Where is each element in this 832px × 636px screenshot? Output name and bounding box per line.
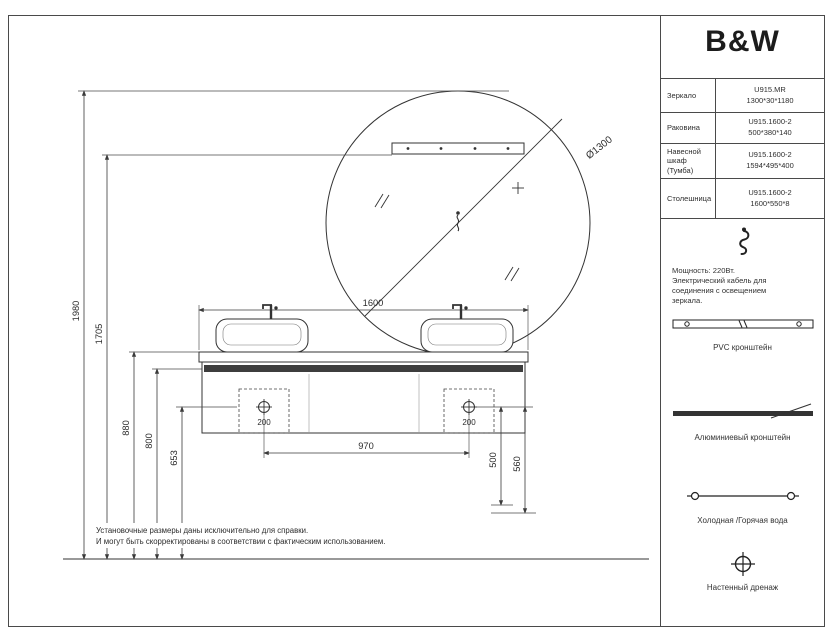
dim-970: 970 (263, 413, 470, 458)
wall-drain-label: Настенный дренаж (706, 583, 779, 592)
dim-label-1705: 1705 (94, 324, 104, 345)
spec-row-countertop: Столешница U915.1600-2 1600*550*8 (661, 179, 824, 219)
wall-drain-icon (661, 551, 824, 582)
footnote-line1: Установочные размеры даны исключительно … (96, 526, 308, 535)
power-note: Мощность: 220Вт. Электрический кабель дл… (672, 266, 794, 306)
spec-row-mirror: Зеркало U915.MR 1300*30*1180 (661, 79, 824, 113)
spec-size: 1600*550*8 (750, 198, 790, 208)
cabinet (201, 361, 526, 434)
spec-label: Столешница (667, 193, 712, 203)
vertical-dimensions: 1980 1705 880 800 653 (71, 90, 509, 560)
mirror-power-point (456, 211, 460, 232)
footnote: Установочные размеры даны исключительно … (93, 523, 441, 548)
glass-marks (374, 193, 520, 282)
spec-panel: B&W Зеркало U915.MR 1300*30*1180 Раковин… (660, 16, 824, 626)
dim-label-800: 800 (144, 433, 154, 449)
spec-label: Раковина (667, 123, 700, 133)
spec-size: 500*380*140 (748, 128, 792, 137)
pvc-bracket-label: PVC кронштейн (713, 343, 772, 352)
spec-table: Зеркало U915.MR 1300*30*1180 Раковина U9… (661, 78, 824, 219)
spec-row-sink: Раковина U915.1600-2 500*380*140 (661, 113, 824, 144)
water-supply-label: Холодная /Горячая вода (697, 516, 788, 525)
sink-right (420, 318, 514, 353)
faucet-right (452, 304, 468, 319)
led-dot (473, 147, 477, 150)
dim-label-500: 500 (488, 452, 498, 468)
mirror: Ø1300 (325, 90, 615, 356)
water-supply-icon (661, 488, 824, 509)
alu-bracket-label: Алюминиевый кронштейн (694, 433, 791, 442)
dim-label-1980: 1980 (71, 301, 81, 322)
diameter-label: Ø1300 (584, 134, 615, 161)
power-cable-icon (661, 226, 824, 261)
led-dot (506, 147, 510, 150)
sheet-frame: Ø1300 (8, 15, 825, 627)
dim-1600: 1600 (198, 298, 529, 350)
alu-bracket-icon (661, 402, 824, 425)
dim-label-653: 653 (169, 450, 179, 466)
vanity (198, 304, 529, 434)
cabinet-top-band (204, 365, 523, 372)
spec-row-cabinet: Навесной шкаф (Тумба) U915.1600-2 1594*4… (661, 144, 824, 179)
spec-label: Зеркало (667, 90, 697, 100)
spec-model: U915.1600-2 (748, 150, 792, 160)
led-dot (439, 147, 443, 150)
faucet-left (262, 304, 278, 319)
spec-model: U915.MR (754, 84, 786, 94)
dim-supply: 500 560 (475, 406, 536, 514)
power-note-text: Электрический кабель для соединения с ос… (672, 276, 767, 306)
sink-left (215, 318, 309, 353)
spec-size: 1300*30*1180 (746, 95, 794, 105)
dim-label-880: 880 (121, 420, 131, 436)
installation-drawing: Ø1300 (63, 90, 649, 560)
power-note-title: Мощность: 220Вт. (672, 266, 735, 275)
pvc-bracket-icon (661, 315, 824, 338)
spec-label: Навесной шкаф (Тумба) (667, 146, 701, 175)
brand-logo: B&W (705, 25, 780, 58)
spec-model: U915.1600-2 (748, 187, 792, 197)
spec-size: 1594*495*400 (746, 161, 794, 170)
led-dot (406, 147, 410, 150)
dim-label-560: 560 (512, 456, 522, 472)
countertop (198, 351, 529, 363)
cross-mark (512, 182, 524, 194)
led-strip (391, 142, 525, 155)
dim-label-970: 970 (358, 441, 374, 451)
spec-model: U915.1600-2 (748, 117, 792, 127)
footnote-line2: И могут быть скорректированы в соответст… (96, 537, 385, 546)
dim-label-1600: 1600 (363, 298, 384, 308)
diameter-line (364, 118, 563, 317)
